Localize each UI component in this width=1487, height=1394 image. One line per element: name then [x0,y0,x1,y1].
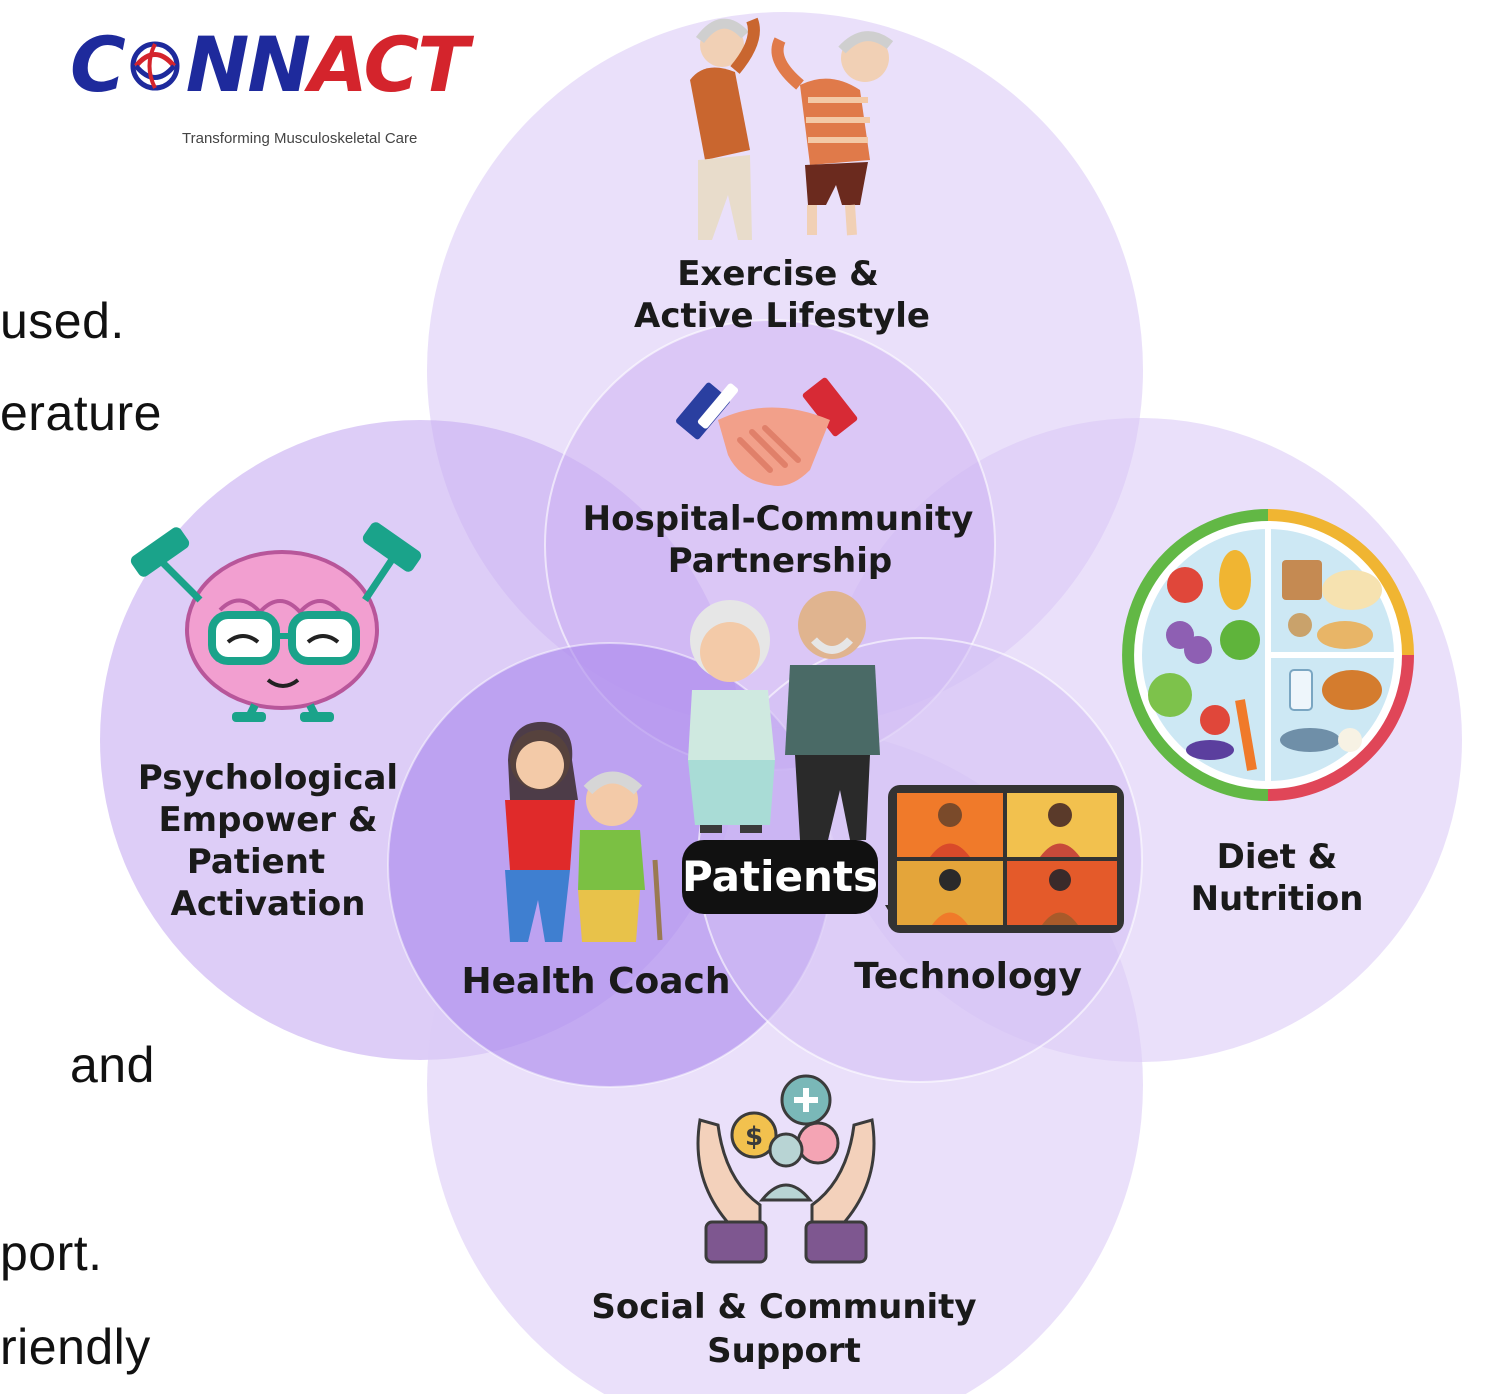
label-diet-line2: Nutrition [1191,879,1364,919]
brain-dumbbell-icon [130,522,422,722]
svg-text:$: $ [745,1122,763,1152]
label-psychological-line3: Patient [187,842,325,882]
patients-badge: Patients [682,840,878,914]
text-fragment: riendly [0,1319,151,1375]
logo-tagline: Transforming Musculoskeletal Care [182,130,418,147]
connact-logo: C NNACT Transforming Musculoskeletal Car… [70,20,530,160]
text-fragment: port. [0,1225,103,1281]
label-diet-line1: Diet & [1217,837,1338,877]
elderly-couple-icon [688,591,880,840]
food-plate-icon [1122,509,1414,801]
stretching-seniors-icon [690,17,894,240]
label-social-line1: Social & Community [591,1287,976,1327]
label-partnership-line2: Partnership [668,541,892,581]
label-psychological-line1: Psychological [138,758,398,798]
label-psychological-line4: Activation [171,884,366,924]
label-social-line2: Support [707,1331,861,1371]
label-exercise-line2: Active Lifestyle [634,296,930,336]
label-partnership-line1: Hospital-Community [583,499,974,539]
logo-letters-nn: NN [185,20,311,109]
handshake-icon [676,377,858,486]
label-health-coach: Health Coach [462,961,731,1002]
logo-swirl-icon [130,41,180,91]
caregiver-icon [505,721,663,942]
label-patients: Patients [682,852,878,901]
label-exercise-line1: Exercise & [677,254,879,294]
text-fragment: used. [0,293,125,349]
label-psychological-line2: Empower & [158,800,377,840]
logo-wordmark: C NNACT [70,20,469,109]
video-call-tablet-icon [885,785,1124,933]
label-technology: Technology [854,956,1082,997]
text-fragment: erature [0,385,162,441]
helping-hands-icon: $ [696,1074,876,1264]
logo-letters-act: ACT [309,20,469,109]
logo-letter-c: C [70,20,126,109]
text-fragment: and [70,1037,155,1093]
